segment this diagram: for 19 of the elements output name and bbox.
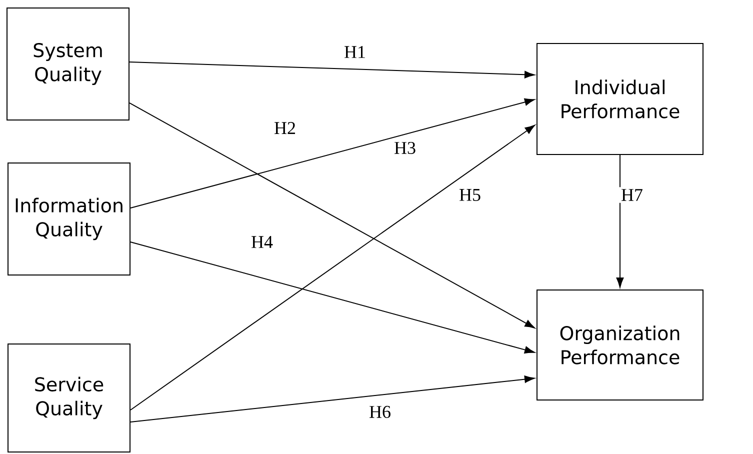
edge-label: H1 [342,44,368,60]
construct-box: System Quality [6,8,130,120]
arrow [616,154,624,288]
arrow [130,242,535,354]
edge-label: H5 [457,187,483,203]
construct-box: Information Quality [8,162,130,276]
arrow [129,102,535,328]
edge-label: H7 [619,187,645,203]
edge-label: H3 [392,140,418,156]
arrow [130,98,535,208]
arrow [129,62,535,78]
edge-label: H4 [249,234,275,250]
construct-box: Individual Performance [536,43,704,155]
construct-box: Organization Performance [536,289,704,400]
construct-box: Service Quality [8,343,130,452]
arrow [130,376,535,422]
edge-label: H2 [272,120,298,136]
arrow [130,124,536,410]
edge-label: H6 [367,404,393,420]
